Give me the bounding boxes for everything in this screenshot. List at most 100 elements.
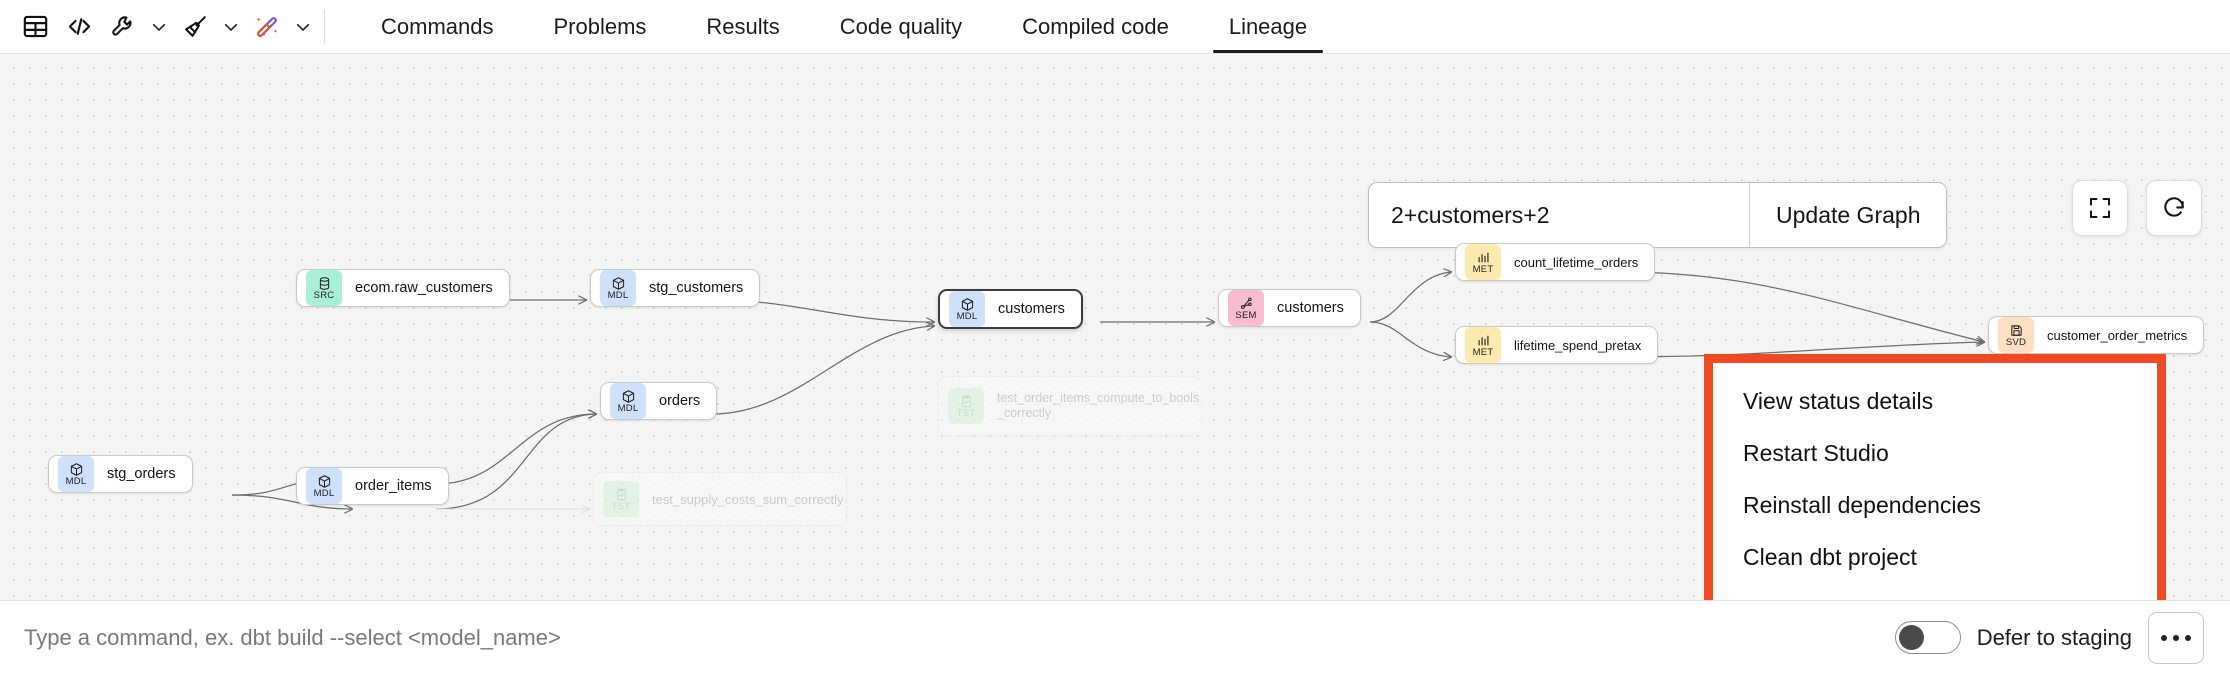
tab-commands-label: Commands <box>381 13 494 39</box>
node-type-badge-mdl: MDL <box>949 291 985 327</box>
cube-icon <box>961 297 973 311</box>
graph-selector-bar: Update Graph <box>1368 182 1948 248</box>
node-label: test_supply_costs_sum_correctly <box>652 491 844 507</box>
badge-text: MDL <box>607 289 629 301</box>
lineage-node-orders[interactable]: MDL orders <box>600 382 718 420</box>
code-icon[interactable] <box>58 7 100 47</box>
command-bar: Defer to staging <box>0 600 2230 674</box>
node-label: customers <box>998 301 1065 317</box>
dot-1 <box>2161 634 2167 641</box>
magic-chevron-down-icon[interactable] <box>290 7 316 47</box>
node-type-badge-tst: TST <box>948 388 984 424</box>
top-toolbar: Commands Problems Results Code quality C… <box>0 0 2230 54</box>
defer-to-staging-group: Defer to staging <box>1894 621 2132 654</box>
node-label: customer_order_metrics <box>2047 327 2188 343</box>
node-type-badge-mdl: MDL <box>306 468 342 504</box>
refresh-icon <box>2164 197 2184 217</box>
update-graph-button[interactable]: Update Graph <box>1749 183 1947 247</box>
magic-wand-icon[interactable] <box>246 7 288 47</box>
menu-item-label: Check & fix deprecations <box>1743 596 1997 601</box>
lineage-node-customer-order-metrics[interactable]: SVD customer_order_metrics <box>1988 316 2205 354</box>
node-label: customers <box>1277 300 1344 316</box>
badge-text: SRC <box>313 289 335 301</box>
menu-item-view-status-details[interactable]: View status details <box>1713 375 2157 427</box>
fit-to-screen-button[interactable] <box>2072 180 2128 236</box>
tab-problems-label: Problems <box>553 13 647 39</box>
tab-results-label: Results <box>706 13 780 39</box>
context-menu-highlight-box: View status details Restart Studio Reins… <box>1704 354 2166 600</box>
dot-3 <box>2185 634 2191 641</box>
menu-item-clean-dbt-project[interactable]: Clean dbt project <box>1713 531 2157 583</box>
broom-chevron-down-icon[interactable] <box>218 7 244 47</box>
badge-text: MDL <box>65 475 87 487</box>
metric-icon <box>1478 252 1489 262</box>
toolbar-divider <box>324 9 325 44</box>
menu-item-label: Reinstall dependencies <box>1743 491 1981 518</box>
lineage-node-test-order-items-compute-to-bools[interactable]: TST test_order_items_compute_to_bools _c… <box>938 376 1202 436</box>
node-type-badge-src: SRC <box>306 270 342 306</box>
node-label: lifetime_spend_pretax <box>1514 337 1642 353</box>
metric-icon <box>1478 335 1489 345</box>
dot-2 <box>2173 634 2179 641</box>
saved-icon <box>2010 324 2022 336</box>
toolbar-icon-group <box>0 0 351 53</box>
defer-to-staging-label: Defer to staging <box>1976 624 2132 650</box>
badge-text: MET <box>1472 263 1494 275</box>
toggle-knob <box>1898 625 1924 650</box>
studio-context-menu: View status details Restart Studio Reins… <box>1713 363 2157 600</box>
lineage-node-stg-customers[interactable]: MDL stg_customers <box>590 269 761 307</box>
panel-tabs: Commands Problems Results Code quality C… <box>351 0 1337 53</box>
node-label: ecom.raw_customers <box>355 280 493 296</box>
node-type-badge-mdl: MDL <box>58 456 94 492</box>
badge-text: MET <box>1472 346 1494 358</box>
node-label: order_items <box>355 478 432 494</box>
tab-problems[interactable]: Problems <box>523 0 676 53</box>
wrench-icon[interactable] <box>102 7 144 47</box>
lineage-node-count-lifetime-orders[interactable]: MET count_lifetime_orders <box>1455 243 1656 281</box>
defer-to-staging-toggle[interactable] <box>1894 621 1961 654</box>
broom-icon[interactable] <box>174 7 216 47</box>
refresh-graph-button[interactable] <box>2146 180 2202 236</box>
cube-icon <box>612 276 624 290</box>
database-icon <box>319 276 329 290</box>
wrench-chevron-down-icon[interactable] <box>146 7 172 47</box>
graph-select-input[interactable] <box>1369 183 1749 247</box>
node-type-badge-mdl: MDL <box>610 383 646 419</box>
badge-text: TST <box>611 500 631 512</box>
lineage-node-stg-orders[interactable]: MDL stg_orders <box>48 455 193 493</box>
cube-icon <box>70 462 82 476</box>
menu-item-label: View status details <box>1743 387 1934 414</box>
menu-item-check-fix-deprecations[interactable]: Check & fix deprecations <box>1713 583 2157 601</box>
node-type-badge-svd: SVD <box>1998 317 2034 353</box>
lineage-node-customers-model[interactable]: MDL customers <box>938 289 1083 329</box>
node-label: test_order_items_compute_to_bools _corre… <box>997 391 1200 420</box>
lineage-canvas[interactable]: Update Graph <box>0 54 2230 600</box>
node-type-badge-met: MET <box>1465 244 1501 280</box>
cube-icon <box>622 389 634 403</box>
lineage-node-customers-semantic[interactable]: SEM customers <box>1218 289 1361 327</box>
lineage-node-order-items[interactable]: MDL order_items <box>296 467 449 505</box>
menu-item-restart-studio[interactable]: Restart Studio <box>1713 427 2157 479</box>
tab-lineage[interactable]: Lineage <box>1199 0 1337 53</box>
more-options-button[interactable] <box>2148 611 2204 664</box>
node-label: stg_customers <box>649 280 744 296</box>
lineage-node-lifetime-spend-pretax[interactable]: MET lifetime_spend_pretax <box>1455 326 1659 364</box>
tab-commands[interactable]: Commands <box>351 0 523 53</box>
fullscreen-icon <box>2090 198 2110 218</box>
lineage-node-test-supply-costs-sum-correctly[interactable]: TST test_supply_costs_sum_correctly <box>593 472 847 526</box>
tab-code-quality[interactable]: Code quality <box>810 0 992 53</box>
menu-item-reinstall-dependencies[interactable]: Reinstall dependencies <box>1713 479 2157 531</box>
node-type-badge-met: MET <box>1465 327 1501 363</box>
command-input[interactable] <box>24 624 1879 651</box>
node-label: count_lifetime_orders <box>1514 254 1639 270</box>
tab-compiled-code[interactable]: Compiled code <box>992 0 1199 53</box>
menu-item-label: Clean dbt project <box>1743 543 1917 570</box>
table-view-icon[interactable] <box>14 7 56 47</box>
tab-results[interactable]: Results <box>676 0 809 53</box>
badge-text: SEM <box>1235 309 1257 321</box>
badge-text: MDL <box>956 310 978 322</box>
lineage-node-ecom-raw-customers[interactable]: SRC ecom.raw_customers <box>296 269 510 307</box>
node-type-badge-sem: SEM <box>1228 290 1264 326</box>
clipboard-icon <box>961 395 971 407</box>
